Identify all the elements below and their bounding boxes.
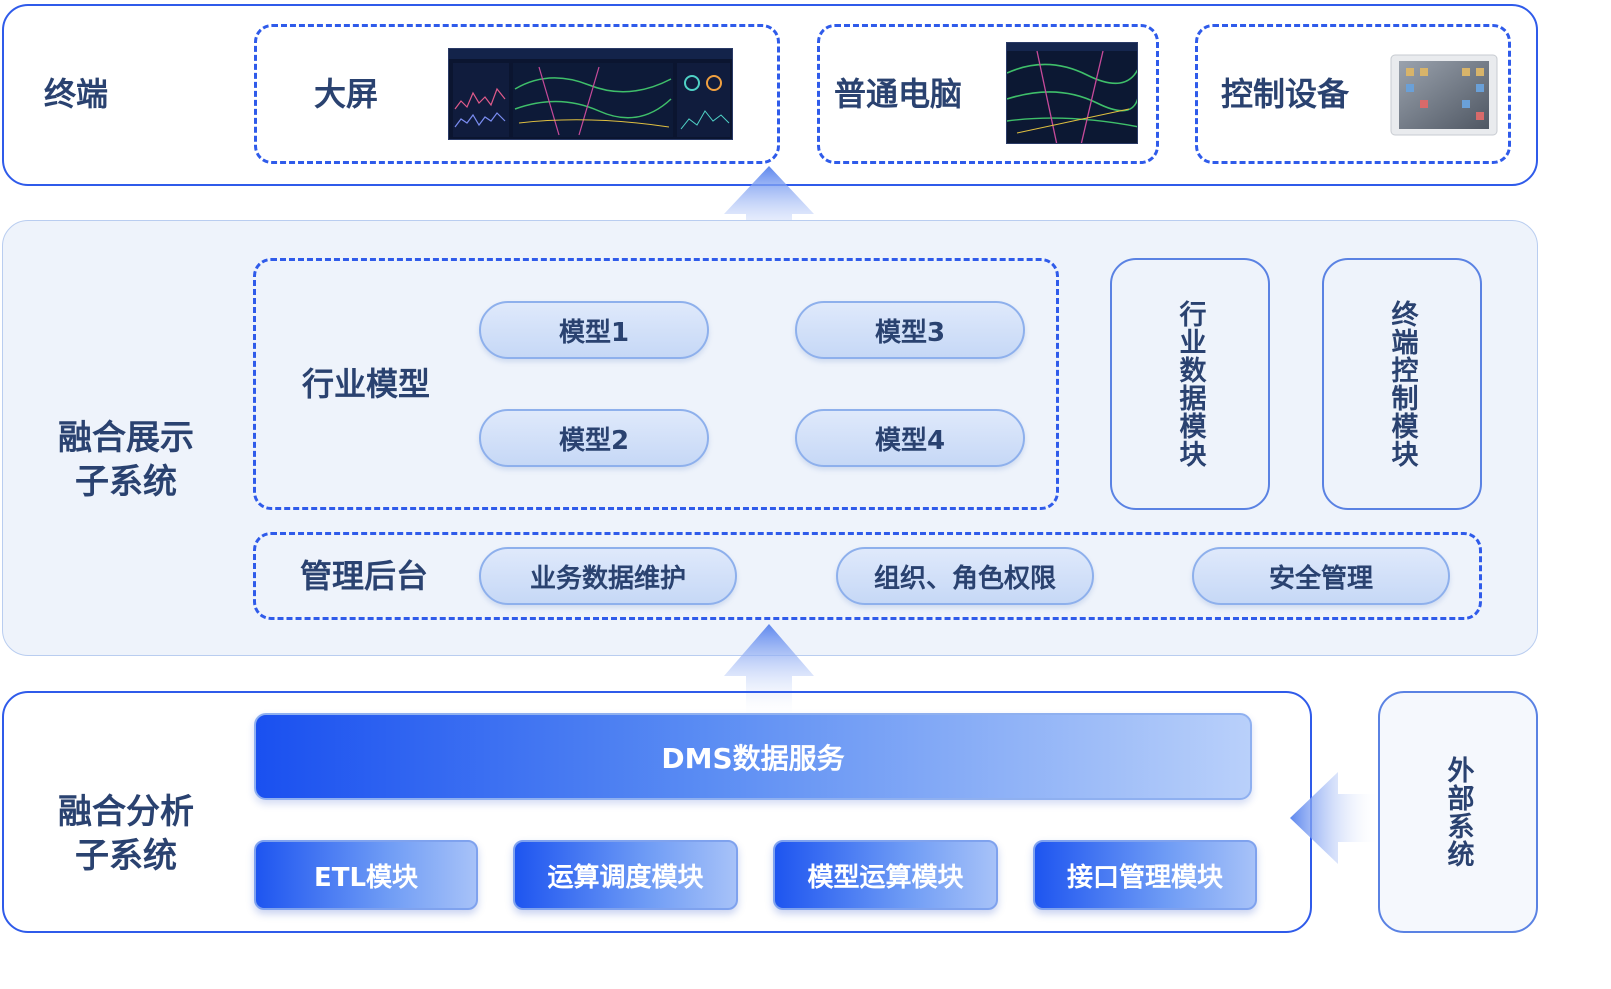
analysis-label-line1: 融合分析 xyxy=(58,792,194,832)
device-control xyxy=(1195,24,1511,164)
analysis-label-line2: 子系统 xyxy=(75,836,177,876)
display-label-line1: 融合展示 xyxy=(58,418,194,458)
terminal-control-module[interactable]: 终端控制模块 xyxy=(1322,258,1482,510)
external-system-label: 外部系统 xyxy=(1442,756,1474,868)
industry-data-module-label: 行业数据模块 xyxy=(1174,300,1206,468)
device-label-computer: 普通电脑 xyxy=(834,75,963,113)
admin-business-data-pill[interactable]: 业务数据维护 xyxy=(479,547,737,605)
industry-model-group xyxy=(253,258,1059,510)
device-label-control: 控制设备 xyxy=(1221,75,1350,113)
model-4-pill[interactable]: 模型4 xyxy=(795,409,1025,467)
arrow-up-to-display-icon xyxy=(724,624,814,720)
admin-group xyxy=(253,532,1482,620)
tablet-device-image xyxy=(1390,54,1498,136)
model-1-pill[interactable]: 模型1 xyxy=(479,301,709,359)
admin-label: 管理后台 xyxy=(300,557,429,595)
industry-model-label: 行业模型 xyxy=(302,365,431,403)
admin-org-role-pill[interactable]: 组织、角色权限 xyxy=(836,547,1094,605)
map-screen-image xyxy=(1006,42,1138,144)
dms-data-service-bar[interactable]: DMS数据服务 xyxy=(254,713,1252,800)
device-big-screen xyxy=(254,24,780,164)
interface-management-module-button[interactable]: 接口管理模块 xyxy=(1033,840,1257,910)
admin-security-pill[interactable]: 安全管理 xyxy=(1192,547,1450,605)
industry-data-module[interactable]: 行业数据模块 xyxy=(1110,258,1270,510)
arrow-left-from-external-icon xyxy=(1290,772,1380,864)
dashboard-screen-image xyxy=(448,48,733,140)
device-computer xyxy=(817,24,1159,164)
model-compute-module-button[interactable]: 模型运算模块 xyxy=(773,840,998,910)
terminal-label: 终端 xyxy=(44,75,109,113)
display-label-line2: 子系统 xyxy=(75,462,177,502)
external-system-box[interactable]: 外部系统 xyxy=(1378,691,1538,933)
device-label-big-screen: 大屏 xyxy=(314,75,379,113)
compute-scheduling-module-button[interactable]: 运算调度模块 xyxy=(513,840,738,910)
model-3-pill[interactable]: 模型3 xyxy=(795,301,1025,359)
etl-module-button[interactable]: ETL模块 xyxy=(254,840,478,910)
display-subsystem-label: 融合展示 子系统 xyxy=(40,416,212,504)
model-2-pill[interactable]: 模型2 xyxy=(479,409,709,467)
terminal-control-module-label: 终端控制模块 xyxy=(1386,300,1418,468)
analysis-subsystem-label: 融合分析 子系统 xyxy=(40,790,212,878)
